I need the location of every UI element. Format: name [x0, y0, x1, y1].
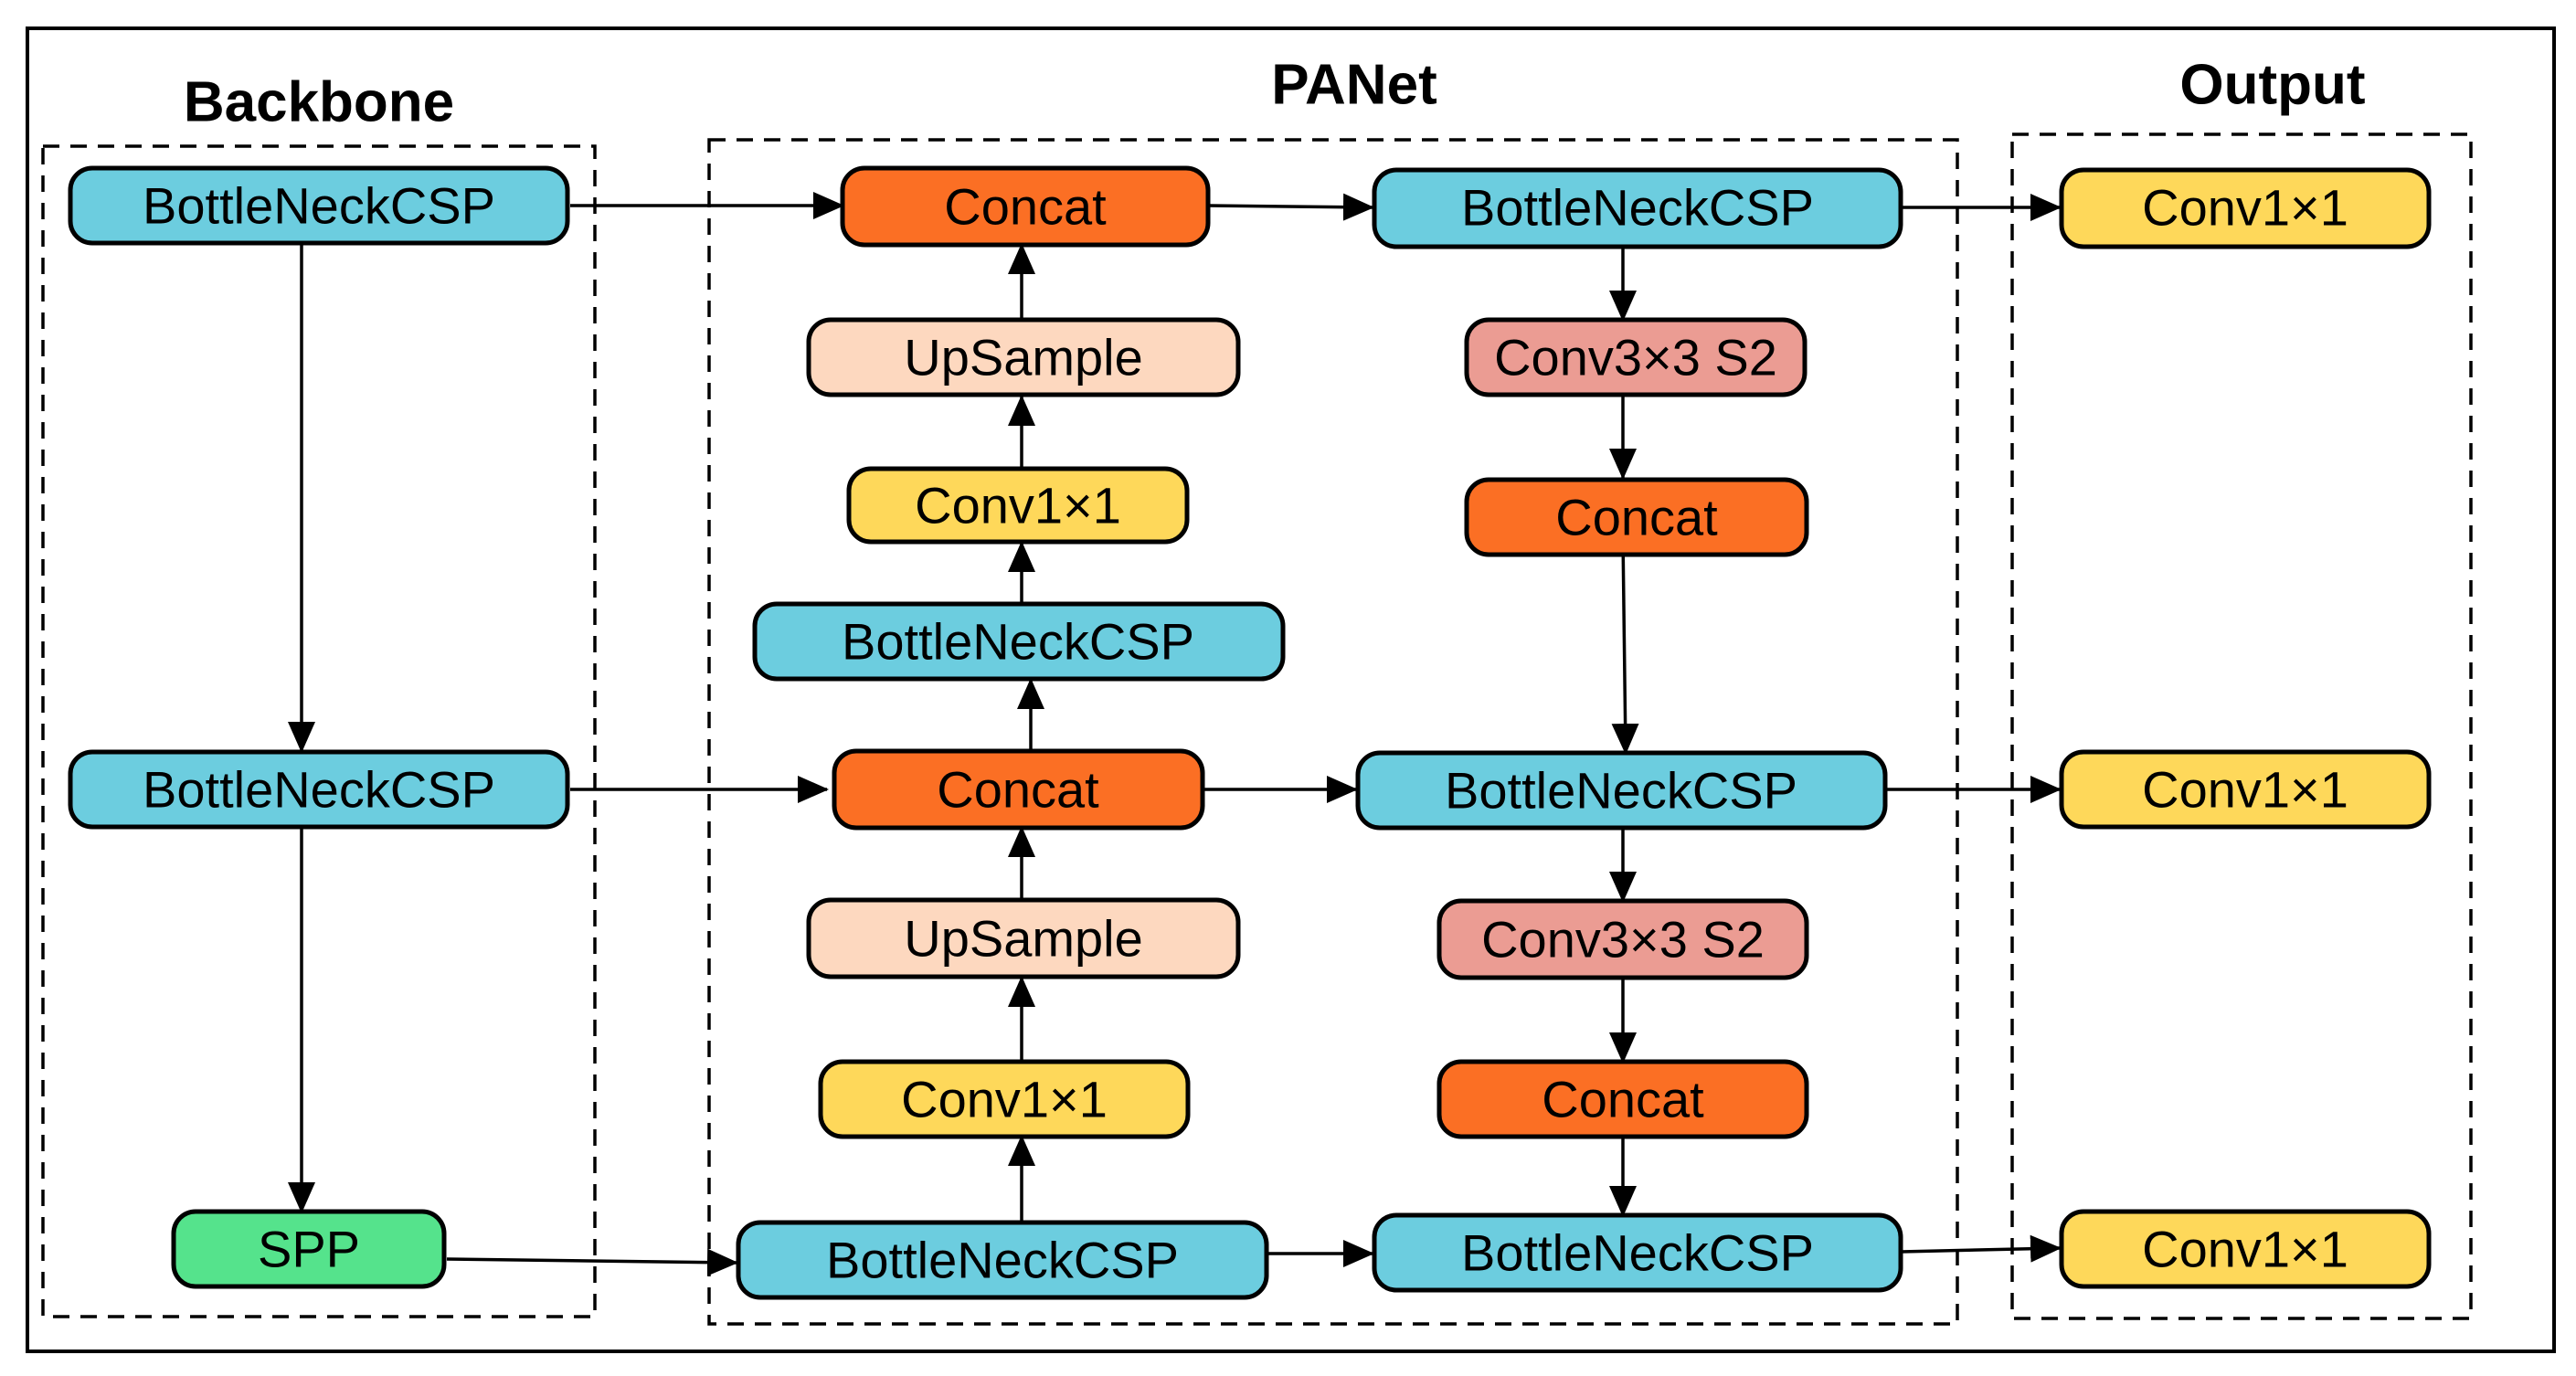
svg-text:Conv1×1: Conv1×1 — [2142, 179, 2348, 237]
svg-text:Conv3×3 S2: Conv3×3 S2 — [1494, 329, 1777, 386]
svg-text:SPP: SPP — [258, 1221, 360, 1278]
svg-text:Concat: Concat — [1555, 489, 1718, 546]
svg-text:BottleNeckCSP: BottleNeckCSP — [842, 613, 1194, 671]
node-out-conv3: Conv1×1 — [2059, 1209, 2432, 1289]
edge-spp-to-csp-bottom-left — [446, 1248, 738, 1276]
svg-text:BottleNeckCSP: BottleNeckCSP — [143, 177, 495, 235]
output-section-box — [2010, 132, 2473, 1320]
node-pa-concat2: Concat — [832, 748, 1205, 831]
node-pa-csp-bottom-left: BottleNeckCSP — [736, 1220, 1269, 1300]
outer-frame — [26, 26, 2556, 1353]
svg-text:Concat: Concat — [1542, 1071, 1704, 1128]
svg-text:Conv1×1: Conv1×1 — [901, 1071, 1108, 1128]
svg-text:UpSample: UpSample — [904, 329, 1142, 386]
svg-text:Conv3×3 S2: Conv3×3 S2 — [1481, 911, 1765, 968]
node-pa-upsample2: UpSample — [806, 897, 1241, 979]
node-out-conv2: Conv1×1 — [2059, 749, 2432, 830]
node-bb-spp: SPP — [171, 1209, 447, 1289]
svg-text:UpSample: UpSample — [904, 910, 1142, 968]
node-pa-concat4: Concat — [1436, 1059, 1809, 1139]
node-pa-concat3: Concat — [1464, 477, 1809, 557]
svg-text:BottleNeckCSP: BottleNeckCSP — [826, 1232, 1179, 1289]
svg-text:Conv1×1: Conv1×1 — [915, 477, 1121, 535]
edge-concat1-to-csp-top-right — [1207, 193, 1374, 221]
backbone-section-box — [41, 144, 597, 1318]
node-bb-csp1: BottleNeckCSP — [68, 165, 570, 246]
node-pa-conv2: Conv1×1 — [818, 1059, 1191, 1139]
node-pa-csp-mid-right: BottleNeckCSP — [1355, 750, 1888, 831]
node-pa-upsample1: UpSample — [806, 317, 1241, 397]
node-bb-csp2: BottleNeckCSP — [68, 749, 570, 830]
output-title: Output — [2179, 54, 2365, 117]
backbone-title: Backbone — [184, 71, 454, 134]
edge-csp-bottom-right-to-out3 — [1900, 1234, 2062, 1263]
svg-text:BottleNeckCSP: BottleNeckCSP — [1445, 762, 1797, 820]
node-pa-csp-top-right: BottleNeckCSP — [1372, 167, 1903, 249]
node-pa-conv3x3-1: Conv3×3 S2 — [1464, 317, 1807, 397]
svg-text:BottleNeckCSP: BottleNeckCSP — [1461, 1224, 1814, 1282]
edge-concat3-to-csp-mid-right — [1611, 535, 1639, 755]
svg-text:BottleNeckCSP: BottleNeckCSP — [1461, 179, 1814, 237]
panet-section-box — [707, 138, 1959, 1326]
node-out-conv1: Conv1×1 — [2059, 167, 2432, 249]
node-pa-conv3x3-2: Conv3×3 S2 — [1436, 898, 1809, 980]
node-pa-conv1: Conv1×1 — [846, 466, 1190, 545]
node-pa-csp-mid: BottleNeckCSP — [752, 601, 1286, 682]
node-pa-concat1: Concat — [840, 165, 1211, 248]
panet-title: PANet — [1271, 54, 1436, 117]
svg-text:Conv1×1: Conv1×1 — [2142, 761, 2348, 819]
svg-text:Conv1×1: Conv1×1 — [2142, 1221, 2348, 1278]
svg-text:Concat: Concat — [937, 761, 1099, 819]
svg-text:Concat: Concat — [944, 178, 1107, 236]
svg-text:BottleNeckCSP: BottleNeckCSP — [143, 761, 495, 819]
node-pa-csp-bottom-right: BottleNeckCSP — [1372, 1212, 1903, 1293]
